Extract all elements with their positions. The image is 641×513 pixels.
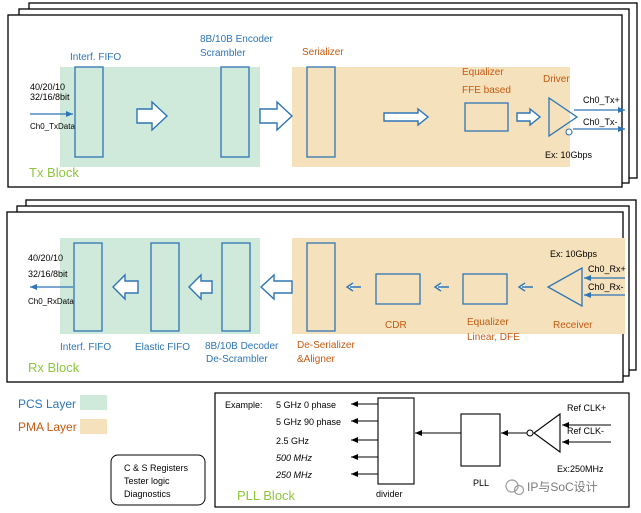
tx-bus-widths-1: 40/20/10 [30, 82, 65, 92]
rx-arrow-elastic-to-fifo [112, 273, 139, 301]
rx-deser-label-1: De-Serializer [297, 340, 355, 351]
tx-block-label: Tx Block [29, 165, 79, 180]
rx-deser-label-2: &Aligner [297, 354, 335, 365]
rx-speed-label: Ex: 10Gbps [550, 249, 598, 259]
rx-data-label: Ch0_RxData [28, 297, 74, 306]
ref-pos-label: Ref CLK+ [567, 403, 606, 413]
pll-divider-label: divider [376, 489, 403, 499]
tx-arrow-fifo-to-encoder [136, 100, 169, 132]
registers-line-2: Tester logic [124, 476, 170, 486]
rx-deserializer-aligner [306, 242, 336, 332]
watermark-text: IP与SoC设计 [527, 480, 598, 494]
rx-arrow-equalizer-to-cdr [433, 282, 449, 292]
layer-legend: PCS Layer PMA Layer [18, 395, 107, 434]
registers-line-1: C & S Registers [124, 463, 189, 473]
legend-pma-label: PMA Layer [18, 420, 77, 434]
tx-out-pos-label: Ch0_Tx+ [583, 95, 620, 105]
tx-encoder-label-2: Scrambler [200, 48, 246, 59]
ref-clock-buffer [533, 412, 561, 454]
tx-interface-fifo [74, 66, 104, 158]
rx-in-neg-label: Ch0_Rx- [588, 282, 624, 292]
rx-receiver-label: Receiver [553, 320, 593, 331]
rx-cdr-label: CDR [385, 320, 407, 331]
pll-example-label: Example: [225, 400, 263, 410]
tx-fifo-label: Interf. FIFO [70, 52, 121, 63]
registers-box: C & S Registers Tester logic Diagnostics [110, 454, 206, 506]
rx-arrow-cdr-to-deserializer [345, 282, 361, 292]
watermark: IP与SoC设计 [505, 479, 598, 496]
tx-driver [548, 96, 579, 138]
pll-output-3: 500 MHz [276, 453, 313, 463]
tx-serializer [306, 66, 336, 158]
rx-decoder-label-1: 8B/10B Decoder [205, 341, 279, 352]
tx-equalizer-label-2: FFE based [462, 85, 511, 96]
tx-arrow-equalizer-to-driver [516, 107, 542, 127]
rx-equalizer [462, 273, 508, 305]
rx-receiver [546, 266, 583, 308]
rx-arrow-deserializer-to-decoder [259, 273, 293, 301]
legend-pma-swatch [80, 419, 107, 434]
tx-block: 40/20/10 32/16/8bit Ch0_TxData Interf. F… [7, 2, 638, 188]
tx-arrow-serializer-to-equalizer [383, 107, 430, 127]
tx-bus-widths-2: 32/16/8bit [30, 92, 70, 102]
rx-arrow-receiver-to-equalizer [517, 282, 533, 292]
ref-neg-label: Ref CLK- [567, 426, 604, 436]
pll-core [460, 413, 501, 467]
registers-line-3: Diagnostics [124, 489, 171, 499]
rx-equalizer-label-1: Equalizer [467, 317, 509, 328]
rx-fifo-label: Interf. FIFO [60, 342, 111, 353]
pll-output-4: 250 MHz [275, 470, 313, 480]
pll-core-label: PLL [473, 478, 489, 488]
rx-decoder-descrambler [221, 242, 251, 332]
tx-speed-label: Ex: 10Gbps [545, 150, 593, 160]
rx-equalizer-label-2: Linear, DFE [467, 332, 520, 343]
legend-pcs-label: PCS Layer [18, 397, 76, 411]
tx-out-neg-label: Ch0_Tx- [583, 117, 618, 127]
pll-output-1: 5 GHz 90 phase [276, 417, 341, 427]
rx-elastic-fifo [150, 242, 180, 332]
tx-equalizer [464, 102, 509, 132]
ref-freq-label: Ex:250MHz [557, 464, 604, 474]
pll-block: Example: 5 GHz 0 phase 5 GHz 90 phase 2.… [214, 392, 630, 508]
tx-data-label: Ch0_TxData [30, 122, 75, 131]
tx-arrow-encoder-to-serializer [259, 100, 294, 132]
rx-cdr [375, 273, 421, 305]
tx-serializer-label: Serializer [302, 47, 344, 58]
rx-block-label: Rx Block [28, 360, 80, 375]
rx-bus-widths-1: 40/20/10 [28, 253, 63, 263]
rx-bus-widths-2: 32/16/8bit [28, 269, 68, 279]
tx-encoder-label-1: 8B/10B Encoder [200, 34, 273, 45]
legend-pcs-swatch [80, 395, 107, 410]
wechat-icon-inner [513, 484, 525, 496]
pll-output-2: 2.5 GHz [276, 436, 310, 446]
rx-interface-fifo [73, 242, 103, 332]
rx-elastic-label: Elastic FIFO [135, 342, 190, 353]
pll-block-label: PLL Block [237, 488, 296, 503]
pll-divider [377, 397, 415, 485]
pll-output-0: 5 GHz 0 phase [276, 400, 336, 410]
rx-decoder-label-2: De-Scrambler [206, 354, 268, 365]
rx-pcs-region [60, 238, 260, 334]
tx-driver-label: Driver [543, 74, 570, 85]
rx-in-pos-label: Ch0_Rx+ [588, 264, 626, 274]
ref-buffer-bubble [526, 429, 534, 437]
registers-frame [110, 454, 206, 506]
tx-driver-inverting-bubble [565, 128, 573, 136]
tx-encoder-scrambler [220, 66, 250, 158]
rx-block: 40/20/10 32/16/8bit Ch0_RxData Interf. F… [6, 199, 637, 383]
rx-arrow-decoder-to-elastic [188, 273, 213, 301]
tx-equalizer-label-1: Equalizer [462, 67, 504, 78]
